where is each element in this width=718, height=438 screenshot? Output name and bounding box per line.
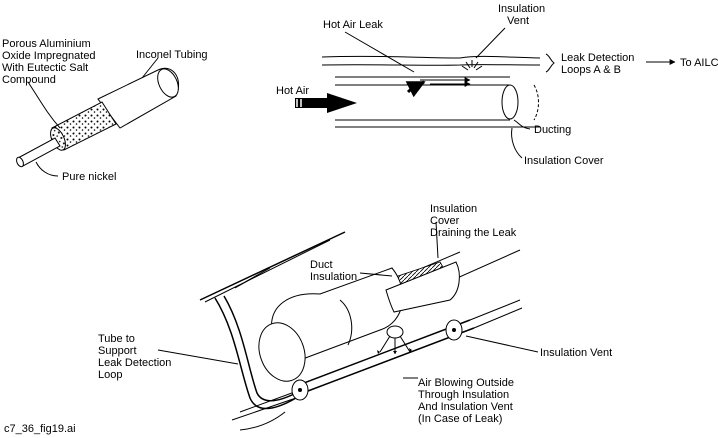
label-insulation-vent-top-1: Insulation — [498, 3, 545, 15]
nickel-wire-end — [16, 156, 24, 168]
clamp-right-bolt — [452, 328, 456, 332]
label-insulation-vent-bottom: Insulation Vent — [540, 347, 612, 359]
detection-tube-lower — [299, 327, 475, 395]
installed-duct-illustration: Insulation Cover Draining the Leak Duct … — [98, 203, 612, 431]
label-ducting: Ducting — [534, 124, 571, 136]
leader-inconel — [141, 57, 159, 79]
cover-end-dashed — [533, 84, 539, 121]
leader-insulation-vent-top — [475, 27, 506, 59]
leader-hot-air-leak — [344, 31, 415, 73]
loops-brace — [545, 53, 555, 73]
label-tube-support-1: Tube to — [98, 333, 135, 345]
support-tube — [214, 297, 297, 410]
duct-end-ellipse — [501, 84, 519, 120]
structure-line-2 — [204, 239, 331, 303]
duct-insulation-cutaway — [271, 267, 404, 361]
label-tube-support-2: Support — [98, 345, 137, 357]
label-cover-draining-3: Draining the Leak — [430, 227, 517, 239]
leader-tube-support — [157, 349, 239, 365]
nickel-wire — [17, 137, 61, 167]
label-porous-line2: Oxide Impregnated — [2, 50, 96, 62]
label-inconel-tubing: Inconel Tubing — [136, 49, 208, 61]
sensing-cable-illustration: Porous Aluminium Oxide Impregnated With … — [2, 38, 208, 183]
label-cover-draining-2: Cover — [430, 215, 460, 227]
leader-insulation-cover — [511, 127, 523, 159]
hot-air-arrow-head — [327, 93, 357, 113]
leader-cover-draining — [435, 221, 439, 259]
label-duct-insulation-2: Insulation — [310, 271, 357, 283]
label-hot-air-leak: Hot Air Leak — [323, 19, 383, 31]
duct-insulation-seam — [339, 299, 353, 346]
duct-schematic: Hot Air Leak Insulation Vent Leak Detect… — [276, 3, 718, 167]
label-cover-draining-1: Insulation — [430, 203, 477, 215]
structure-line-1 — [199, 231, 346, 301]
label-duct-insulation-1: Duct — [310, 259, 333, 271]
inconel-tube-end — [157, 68, 179, 98]
leader-insulation-vent-bottom — [465, 335, 539, 353]
label-insulation-vent-top-2: Vent — [507, 15, 529, 27]
cover-flap — [385, 261, 460, 313]
leak-jet — [405, 80, 426, 98]
leader-ducting — [513, 119, 531, 130]
leader-porous — [27, 81, 61, 129]
leak-detection-loop-b — [321, 64, 541, 66]
label-porous-line1: Porous Aluminium — [2, 38, 91, 50]
label-air-blowing-3: And Insulation Vent — [418, 401, 513, 413]
structure-hatch — [234, 267, 271, 289]
support-tube-inner — [223, 295, 299, 402]
lower-curve — [239, 411, 286, 431]
leak-detection-loop-a — [321, 55, 541, 59]
detection-tube-upper — [295, 319, 471, 387]
insulation-end-face — [258, 322, 306, 382]
label-tube-support-4: Loop — [98, 369, 122, 381]
label-leak-detection-1: Leak Detection — [561, 52, 634, 64]
label-pure-nickel: Pure nickel — [62, 171, 116, 183]
leader-duct-insulation — [359, 272, 393, 277]
label-air-blowing-2: Through Insulation — [418, 389, 509, 401]
label-porous-line4: Compound — [2, 74, 56, 86]
label-tube-support-3: Leak Detection — [98, 357, 171, 369]
label-air-blowing-1: Air Blowing Outside — [418, 377, 514, 389]
figure-id: c7_36_fig19.ai — [4, 423, 76, 435]
vent-burst — [461, 60, 483, 71]
hot-air-arrow-marks — [296, 99, 302, 107]
clamp-left-bolt — [298, 388, 302, 392]
label-hot-air: Hot Air — [276, 85, 309, 97]
vent-air-arrowheads — [377, 348, 412, 354]
label-porous-line3: With Eutectic Salt — [2, 62, 88, 74]
hot-air-arrow-body — [295, 98, 327, 108]
label-air-blowing-4: (In Case of Leak) — [418, 413, 502, 425]
leader-nickel — [35, 161, 59, 177]
label-to-ailc: To AILC — [680, 57, 718, 69]
rail-extension-right — [469, 299, 523, 329]
label-leak-detection-2: Loops A & B — [561, 64, 621, 76]
label-insulation-cover: Insulation Cover — [524, 155, 604, 167]
